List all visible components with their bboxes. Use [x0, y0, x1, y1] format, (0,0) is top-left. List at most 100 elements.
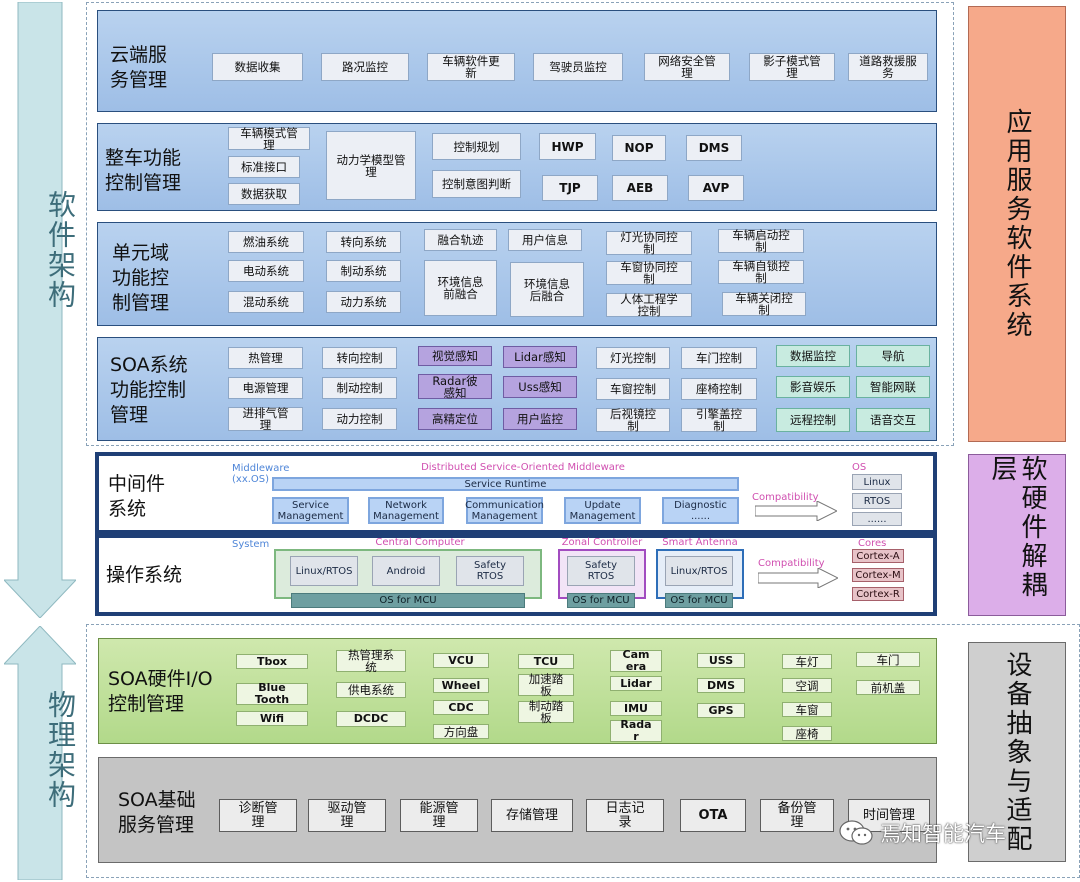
smart-antenna-label: Smart Antenna: [662, 537, 738, 548]
soa-item: 车窗控制: [596, 378, 670, 400]
base-item: 存储管理: [491, 799, 573, 832]
os-title: OS: [852, 462, 867, 473]
application-software-frame: [86, 2, 954, 446]
hw-item: 车灯: [782, 654, 832, 669]
domain-item: 用户信息: [508, 229, 582, 251]
soa-item: 高精定位: [418, 408, 492, 430]
domain-item: 融合轨迹: [424, 229, 497, 251]
middleware-module: Network Management: [368, 497, 444, 524]
middleware-module: Update Management: [564, 497, 641, 524]
base-item: 备份管 理: [760, 799, 834, 832]
hw-item: 加速踏 板: [518, 673, 574, 697]
domain-item: 车辆关闭控 制: [722, 292, 806, 316]
soa-item: Uss感知: [503, 376, 577, 398]
hw-item: 空调: [782, 678, 832, 693]
vehicle-item: 动力学模型管 理: [326, 131, 416, 200]
core-item: Cortex-A: [852, 549, 904, 563]
vehicle-item: TJP: [542, 175, 598, 201]
domain-item: 车辆自锁控 制: [718, 260, 804, 284]
base-item: 驱动管 理: [308, 799, 386, 832]
soa-item: 引擎盖控 制: [681, 408, 757, 432]
domain-item: 环境信息 后融合: [510, 262, 584, 317]
software-architecture-arrow: [4, 2, 76, 618]
core-item: Cortex-R: [852, 587, 904, 601]
soa-item: 车门控制: [681, 347, 757, 369]
operating-system-title: 操作系统: [106, 564, 183, 586]
central-os: Safety RTOS: [456, 556, 524, 586]
central-os: Linux/RTOS: [290, 556, 358, 586]
domain-item: 车辆启动控 制: [718, 229, 804, 253]
cloud-item: 道路救援服 务: [848, 53, 928, 81]
application-software-label: 应用服务软件系统: [1002, 108, 1032, 340]
wechat-icon: [839, 820, 873, 845]
soa-item: Radar彼 感知: [418, 374, 492, 399]
vehicle-item: DMS: [686, 135, 742, 161]
vehicle-item: AVP: [688, 175, 744, 201]
antenna-os-mcu: OS for MCU: [665, 593, 733, 608]
domain-item: 车窗协同控 制: [606, 261, 692, 285]
vehicle-item: 数据获取: [228, 183, 300, 205]
hw-item: 车窗: [782, 702, 832, 717]
watermark-text: 焉知智能汽车: [880, 822, 1006, 846]
os-item: RTOS: [852, 493, 902, 509]
os-compatibility-label: Compatibility: [758, 558, 825, 569]
zonal-os: Safety RTOS: [567, 556, 635, 586]
application-software-panel: 应用服务软件系统: [968, 6, 1066, 442]
middleware-tag: Middleware (xx.OS): [232, 463, 290, 485]
domain-item: 电动系统: [228, 260, 304, 282]
soa-item: 制动控制: [322, 377, 397, 399]
soa-item: 数据监控: [776, 345, 850, 367]
device-abstraction-panel: 设备抽象与适配: [968, 642, 1066, 862]
physical-architecture-label: 物理架构: [44, 690, 77, 810]
vehicle-item: 车辆模式管 理: [228, 127, 310, 151]
cloud-item: 路况监控: [321, 53, 409, 81]
soa-item: 用户监控: [503, 408, 577, 430]
vehicle-item: AEB: [612, 175, 668, 201]
soa-item: 视觉感知: [418, 346, 492, 366]
hw-item: 前机盖: [856, 680, 920, 695]
hw-item: DCDC: [336, 711, 406, 727]
soa-hardware-title: SOA硬件I/O 控制管理: [108, 668, 213, 715]
decoupling-label: 软硬件解耦层: [987, 455, 1047, 600]
hw-item: Lidar: [610, 676, 662, 691]
hw-item: Wifi: [236, 711, 308, 726]
soa-item: 远程控制: [776, 408, 850, 432]
central-os: Android: [372, 556, 440, 586]
os-item: ......: [852, 512, 902, 526]
soa-item: 语音交互: [856, 408, 930, 432]
device-abstraction-label: 设备抽象与适配: [1002, 650, 1032, 854]
domain-item: 转向系统: [326, 231, 401, 253]
hw-item: DMS: [697, 678, 745, 693]
soa-item: 电源管理: [228, 377, 303, 399]
hw-item: USS: [697, 653, 745, 668]
hw-item: 座椅: [782, 726, 832, 741]
cloud-item: 车辆软件更 新: [427, 53, 515, 81]
hw-item: IMU: [610, 701, 662, 716]
watermark: 焉知智能汽车: [838, 818, 1006, 848]
base-item: 日志记 录: [586, 799, 664, 832]
central-os-mcu: OS for MCU: [291, 593, 525, 608]
hw-item: 制动踏 板: [518, 700, 574, 724]
vehicle-item: HWP: [539, 133, 596, 160]
soa-item: 座椅控制: [681, 378, 757, 400]
os-item: Linux: [852, 474, 902, 490]
cloud-service-title: 云端服 务管理: [110, 44, 168, 91]
middleware-title: 中间件 系统: [108, 473, 166, 520]
hw-item: Wheel: [433, 678, 489, 693]
domain-item: 制动系统: [326, 260, 401, 282]
zonal-os-mcu: OS for MCU: [567, 593, 635, 608]
vehicle-item: 标准接口: [228, 156, 300, 178]
cloud-item: 数据收集: [212, 53, 303, 81]
hw-item: Rada r: [610, 719, 662, 743]
hw-item: 供电系统: [336, 682, 406, 698]
base-item: 能源管 理: [400, 799, 478, 832]
domain-item: 环境信息 前融合: [424, 260, 497, 316]
middleware-header: Distributed Service-Oriented Middleware: [421, 462, 625, 473]
hw-item: 热管理系 统: [336, 649, 406, 673]
compatibility-arrow-icon: [758, 568, 838, 588]
soa-system-title: SOA系统 功能控制 管理: [110, 354, 188, 426]
soa-base-title: SOA基础 服务管理: [118, 789, 196, 836]
decoupling-panel: 软硬件解耦层: [968, 454, 1066, 616]
soa-item: 动力控制: [322, 408, 397, 430]
cloud-item: 网络安全管 理: [644, 53, 730, 81]
